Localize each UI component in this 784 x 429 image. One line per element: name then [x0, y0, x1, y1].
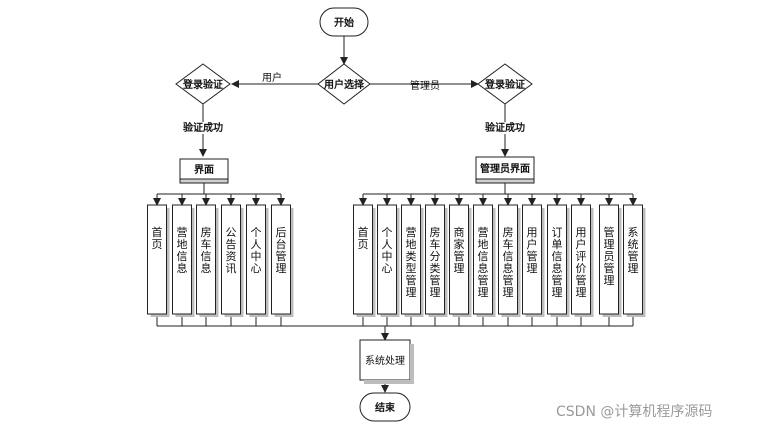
login-left-decision: 登录验证: [175, 63, 231, 105]
admin-module-label: 商家管理: [454, 225, 465, 275]
user-module-label: 后台管理: [276, 226, 287, 275]
process-label: 系统处理: [365, 354, 405, 367]
verify-right-label: 验证成功: [485, 121, 525, 134]
process-box: 系统处理: [359, 339, 414, 384]
admin-module-label: 房车信息管理: [503, 226, 514, 299]
admin-module-label: 营地类型管理: [406, 225, 417, 299]
admin-module-label: 房车分类管理: [430, 226, 441, 299]
admin-modules: 首页 个人中心 营地类型管理 房车分类管理 商家管理 营地信息管理 房车信息管理 用户管理 订单…: [353, 204, 646, 317]
edge-user-label: 用户: [262, 71, 282, 84]
user-module-box: 个人中心: [246, 204, 269, 317]
login-left-label: 登录验证: [182, 78, 223, 91]
start-label: 开始: [334, 16, 354, 29]
user-module-label: 营地信息: [177, 225, 188, 275]
module-connectors: [153, 183, 637, 327]
user-select-decision: 用户选择: [317, 63, 371, 105]
user-module-label: 公告资讯: [226, 226, 237, 275]
user-module-box: 房车信息: [196, 204, 219, 317]
user-module-label: 首页: [152, 225, 163, 251]
admin-module-box: 管理员管理: [599, 204, 622, 317]
login-right-label: 登录验证: [484, 78, 525, 91]
end-terminal: 结束: [359, 392, 411, 422]
user-select-label: 用户选择: [323, 78, 365, 91]
admin-module-box: 用户评价管理: [571, 204, 594, 317]
admin-module-box: 营地类型管理: [401, 204, 424, 317]
watermark: CSDN @计算机程序源码: [556, 404, 712, 420]
user-module-box: 公告资讯: [221, 204, 244, 317]
admin-module-label: 管理员管理: [604, 225, 615, 287]
admin-module-box: 营地信息管理: [473, 204, 496, 317]
admin-module-box: 系统管理: [623, 204, 646, 317]
admin-module-label: 首页: [358, 225, 369, 251]
user-module-box: 后台管理: [271, 204, 294, 317]
admin-module-box: 商家管理: [449, 204, 472, 317]
verify-left-label: 验证成功: [183, 121, 223, 134]
login-right-decision: 登录验证: [477, 63, 533, 105]
admin-module-label: 用户评价管理: [576, 226, 587, 299]
admin-module-box: 订单信息管理: [547, 204, 570, 317]
user-module-label: 个人中心: [251, 226, 262, 275]
start-terminal: 开始: [319, 7, 369, 37]
edge-admin-label: 管理员: [410, 79, 440, 92]
user-module-box: 首页: [147, 204, 170, 317]
ui-right-label: 管理员界面: [480, 162, 530, 175]
admin-module-label: 系统管理: [628, 226, 639, 275]
admin-module-label: 用户管理: [527, 226, 538, 275]
user-module-box: 营地信息: [172, 204, 195, 317]
ui-left-label: 界面: [194, 164, 214, 176]
admin-module-box: 首页: [353, 204, 376, 317]
admin-module-label: 订单信息管理: [552, 226, 563, 299]
admin-module-box: 用户管理: [522, 204, 545, 317]
admin-module-box: 个人中心: [377, 204, 400, 317]
user-module-label: 房车信息: [201, 226, 212, 275]
ui-right-box: 管理员界面: [475, 156, 535, 184]
admin-module-label: 营地信息管理: [478, 225, 489, 299]
ui-left-box: 界面: [179, 158, 229, 184]
end-label: 结束: [375, 401, 396, 414]
user-modules: 首页 营地信息 房车信息 公告资讯 个人中心 后台管理: [147, 204, 294, 317]
admin-module-box: 房车分类管理: [425, 204, 448, 317]
admin-module-label: 个人中心: [382, 226, 393, 275]
admin-module-box: 房车信息管理: [498, 204, 521, 317]
